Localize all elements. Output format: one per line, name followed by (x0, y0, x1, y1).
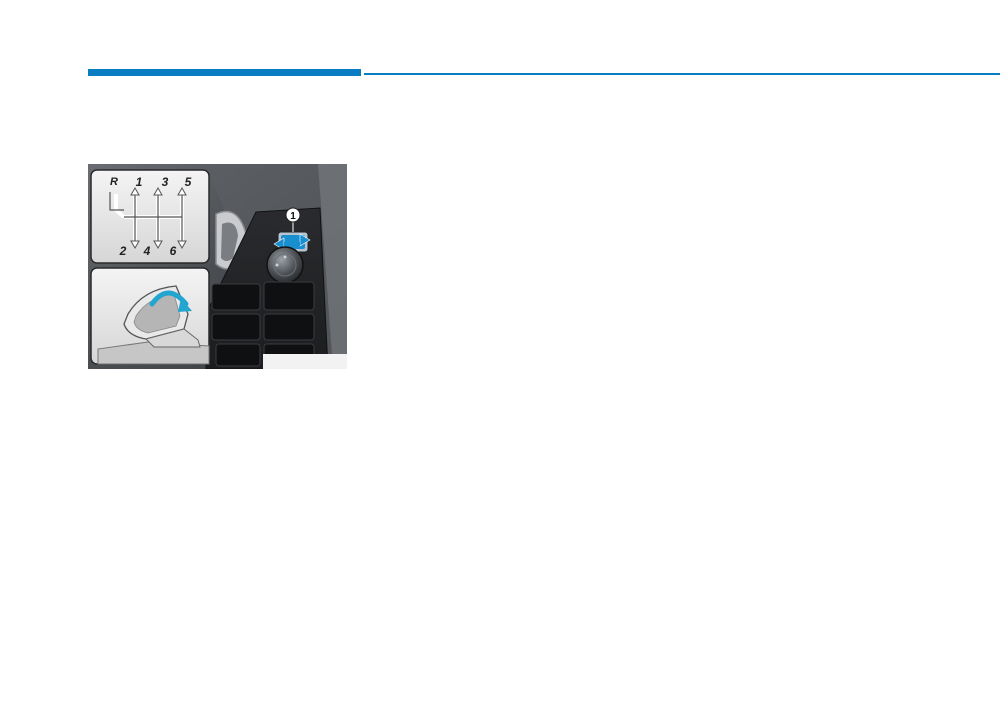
header-rule-line (364, 73, 1000, 75)
door-panel-illustration: 1 (88, 164, 347, 369)
svg-text:3: 3 (162, 175, 169, 189)
mirror-fold-inset (90, 267, 210, 365)
svg-text:5: 5 (185, 175, 192, 189)
svg-text:R: R (110, 176, 118, 188)
svg-text:1: 1 (136, 175, 143, 189)
svg-text:1: 1 (290, 211, 296, 222)
svg-text:6: 6 (170, 244, 177, 258)
mirror-adjust-knob (266, 246, 304, 284)
callout-1: 1 (285, 207, 301, 232)
svg-text:4: 4 (143, 244, 151, 258)
svg-text:2: 2 (119, 244, 127, 258)
header-rule-accent (88, 69, 361, 76)
gear-pattern-inset: R 1 3 5 2 4 6 (90, 169, 210, 264)
figure-tag (263, 354, 347, 369)
